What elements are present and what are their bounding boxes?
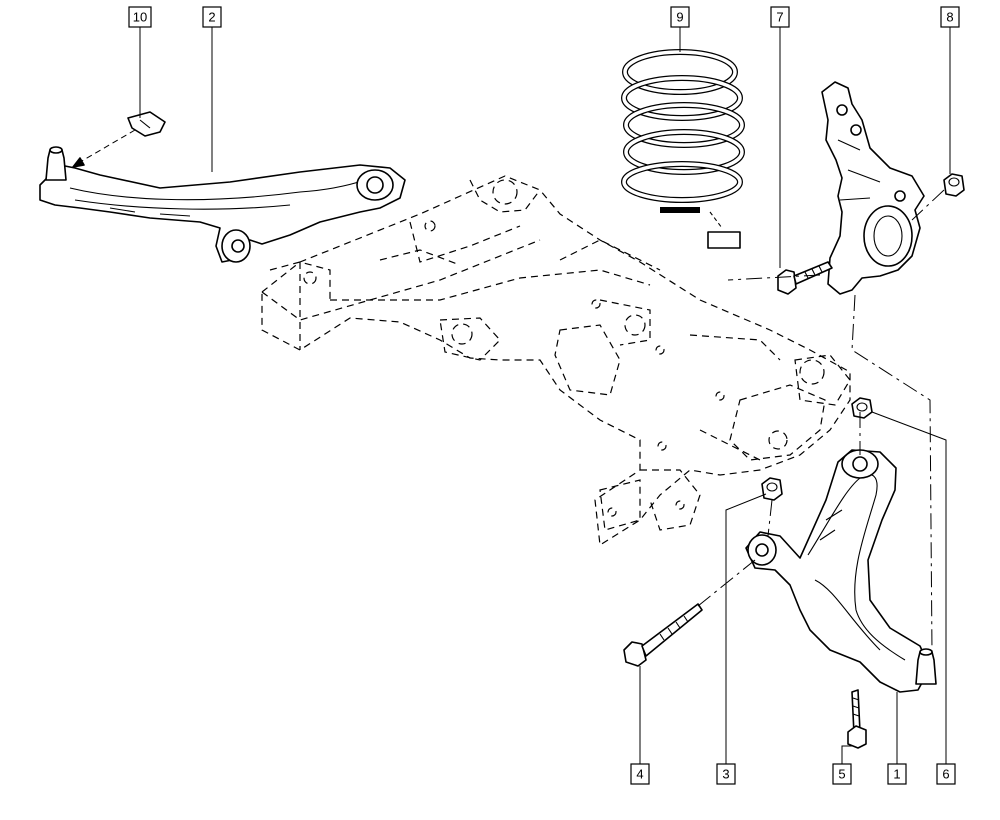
callout-10: 10 <box>128 6 152 28</box>
clip-part-10 <box>127 111 166 137</box>
steering-knuckle <box>821 81 925 295</box>
callout-label: 1 <box>893 767 900 782</box>
callout-7: 7 <box>770 6 790 28</box>
callout-8: 8 <box>940 6 960 28</box>
callout-1: 1 <box>887 763 907 785</box>
clip-direction-line <box>74 129 136 166</box>
callout-label: 9 <box>676 10 683 25</box>
callout-label: 7 <box>776 10 783 25</box>
callout-label: 4 <box>636 767 643 782</box>
nut-part-8 <box>943 173 965 197</box>
nut-part-6 <box>851 397 873 419</box>
callout-label: 3 <box>722 767 729 782</box>
suspension-arm-left <box>39 146 406 263</box>
bolt-part-5 <box>847 689 867 749</box>
suspension-arm-right <box>745 449 937 693</box>
callout-label: 6 <box>942 767 949 782</box>
callout-label: 10 <box>133 10 147 25</box>
coil-spring <box>621 49 745 249</box>
callout-4: 4 <box>630 763 650 785</box>
leader-lines <box>139 26 951 764</box>
callout-5: 5 <box>832 763 852 785</box>
subframe <box>261 175 851 547</box>
nut-part-3 <box>761 477 783 501</box>
callout-9: 9 <box>670 6 690 28</box>
arrow-head <box>72 157 85 168</box>
assembly-lines <box>697 189 945 653</box>
callout-3: 3 <box>716 763 736 785</box>
callout-6: 6 <box>936 763 956 785</box>
callout-label: 5 <box>838 767 845 782</box>
callout-label: 2 <box>208 10 215 25</box>
callout-label: 8 <box>946 10 953 25</box>
bolt-part-4 <box>623 603 703 667</box>
bolt-part-7 <box>777 261 833 295</box>
callout-2: 2 <box>202 6 222 28</box>
spring-marker-box <box>707 231 741 249</box>
